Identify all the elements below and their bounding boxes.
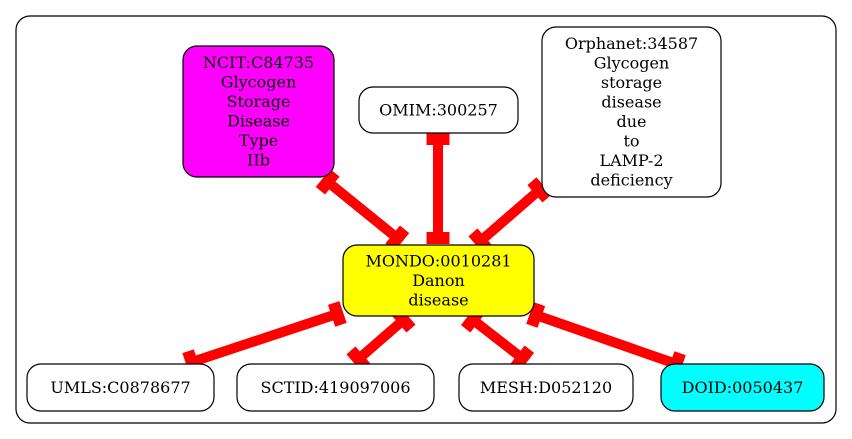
node-mesh[interactable]: MESH:D052120 bbox=[458, 363, 634, 412]
node-id-label: MESH:D052120 bbox=[480, 378, 612, 397]
node-box bbox=[660, 363, 825, 412]
node-id-label: UMLS:C0878677 bbox=[50, 378, 190, 397]
node-name-line: to bbox=[623, 132, 639, 151]
node-name-line: LAMP-2 bbox=[599, 151, 663, 170]
node-name-line: Disease bbox=[227, 112, 290, 131]
node-umls[interactable]: UMLS:C0878677 bbox=[26, 363, 215, 412]
node-name-line: Glycogen bbox=[594, 54, 670, 73]
node-box bbox=[342, 244, 535, 317]
node-orphanet[interactable]: Orphanet:34587Glycogenstoragediseaseduet… bbox=[541, 26, 722, 198]
edges-layer bbox=[182, 133, 686, 377]
node-name-line: Storage bbox=[227, 92, 291, 111]
node-box bbox=[182, 45, 335, 178]
edge-omim-mondo bbox=[426, 133, 450, 244]
node-omim[interactable]: OMIM:300257 bbox=[358, 86, 519, 134]
node-name-line: Danon bbox=[412, 271, 465, 290]
node-name-line: Type bbox=[239, 131, 278, 150]
edge-tail-marker bbox=[426, 133, 450, 145]
node-name-line: due bbox=[616, 112, 646, 131]
node-box bbox=[358, 86, 519, 134]
node-box bbox=[236, 363, 435, 412]
node-name-line: disease bbox=[601, 93, 661, 112]
node-id-label: Orphanet:34587 bbox=[565, 34, 698, 53]
node-name-line: deficiency bbox=[590, 171, 672, 190]
node-name-line: disease bbox=[408, 290, 468, 309]
node-id-label: DOID:0050437 bbox=[682, 378, 804, 397]
node-name-line: IIb bbox=[247, 151, 270, 170]
node-sctid[interactable]: SCTID:419097006 bbox=[236, 363, 435, 412]
node-box bbox=[26, 363, 215, 412]
edge-tail-marker bbox=[327, 301, 347, 327]
node-box bbox=[541, 26, 722, 198]
node-id-label: NCIT:C84735 bbox=[203, 53, 314, 72]
node-name-line: storage bbox=[601, 73, 662, 92]
node-box bbox=[458, 363, 634, 412]
node-doid[interactable]: DOID:0050437 bbox=[660, 363, 825, 412]
node-name-line: Glycogen bbox=[221, 73, 297, 92]
node-id-label: MONDO:0010281 bbox=[365, 251, 511, 270]
node-id-label: OMIM:300257 bbox=[379, 100, 498, 119]
edge-head-marker bbox=[426, 232, 450, 244]
nodes-layer: NCIT:C84735GlycogenStorageDiseaseTypeIIb… bbox=[26, 26, 825, 412]
edge-ncit-mondo bbox=[315, 169, 410, 251]
node-id-label: SCTID:419097006 bbox=[260, 378, 410, 397]
